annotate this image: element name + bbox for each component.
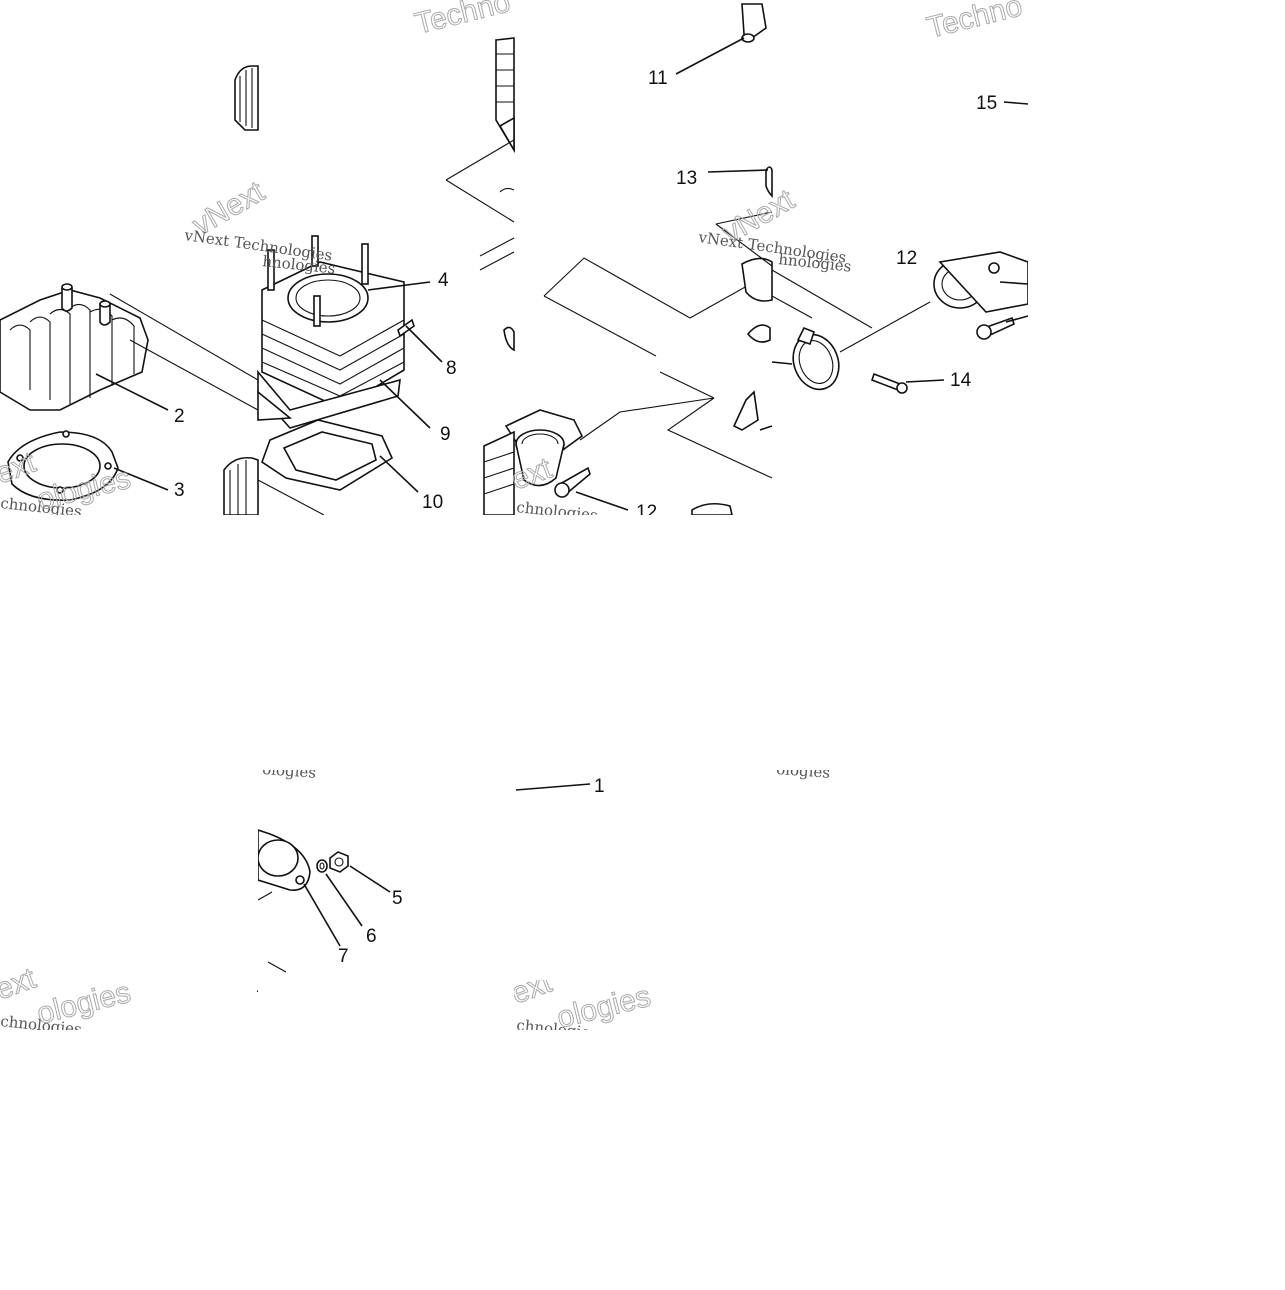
svg-text:Techno: Techno: [412, 0, 514, 41]
exhaust-flange-part: [257, 828, 311, 891]
callout-11: 11: [648, 68, 668, 89]
intake-manifold-part: [483, 409, 584, 516]
cylinder-part: [257, 235, 405, 429]
callout-2: 2: [174, 406, 185, 427]
callout-5: 5: [392, 888, 403, 909]
spark-plug-part: [732, 3, 773, 431]
callout-4: 4: [438, 270, 449, 291]
callout-9: 9: [440, 424, 451, 445]
callout-13: 13: [676, 168, 697, 189]
callout-10: 10: [422, 492, 443, 513]
svg-text:Techno: Techno: [924, 0, 1026, 45]
base-gasket-part: [261, 419, 394, 491]
socket-bolt-part: [554, 466, 591, 498]
callout-12-secondary: 12: [896, 248, 917, 269]
head-gasket-part: [7, 430, 119, 501]
callout-8: 8: [446, 358, 457, 379]
nut-part: [329, 851, 349, 873]
cylinder-head-part: [0, 65, 259, 411]
clamp-screw-part: [870, 372, 908, 394]
clamp-part: [792, 326, 840, 391]
callout-3: 3: [174, 480, 185, 501]
callout-7: 7: [338, 946, 349, 967]
intake-flange-part: [933, 251, 1029, 313]
svg-text:ologies: ologies: [34, 976, 134, 1031]
callout-6: 6: [366, 926, 377, 947]
stud-bolt-part: [397, 318, 415, 338]
callout-14: 14: [950, 370, 972, 391]
callout-15: 15: [976, 93, 997, 114]
lower-cylinder-part: [223, 456, 259, 516]
upper-cylinder-part: [495, 37, 515, 153]
svg-text:ologies: ologies: [554, 980, 654, 1035]
lock-washer-part: [316, 859, 328, 873]
callout-1: 1: [594, 776, 605, 797]
